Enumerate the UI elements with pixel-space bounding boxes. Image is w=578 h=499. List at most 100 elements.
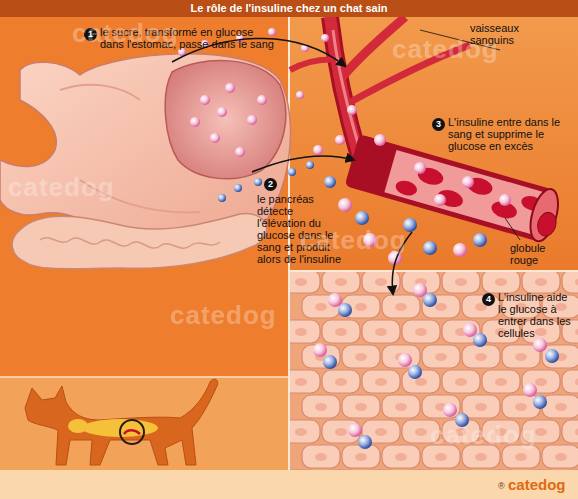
cell-nucleus	[375, 428, 387, 436]
vessel-trunk	[330, 17, 360, 160]
cell	[402, 320, 440, 343]
diagram-title: Le rôle de l'insuline chez un chat sain	[0, 0, 578, 17]
cell	[442, 272, 480, 293]
glucose-molecule	[338, 198, 352, 212]
glucose-molecule	[313, 343, 327, 357]
glucose-molecule	[348, 423, 362, 437]
cell	[322, 272, 360, 293]
cell	[542, 445, 578, 468]
vessel-branch	[290, 59, 338, 70]
glucose-molecule	[434, 194, 446, 206]
cell-nucleus	[315, 453, 327, 461]
glucose-molecule	[462, 176, 474, 188]
insulin-molecule	[408, 365, 422, 379]
cell-nucleus	[375, 278, 387, 286]
watermark: catedog	[170, 300, 277, 331]
cell	[442, 370, 480, 393]
cell-nucleus	[395, 453, 407, 461]
tube-inside	[384, 150, 550, 236]
callout-number: 4	[482, 293, 495, 306]
cell-nucleus	[435, 303, 447, 311]
cell-tissue	[290, 272, 578, 470]
glucose-molecule	[335, 135, 345, 145]
insulin-molecule	[324, 176, 336, 188]
cell	[302, 395, 340, 418]
glucose-molecule	[296, 91, 304, 99]
cell-nucleus	[475, 453, 487, 461]
cell	[462, 345, 500, 368]
cell	[342, 445, 380, 468]
watermark: catedog	[392, 34, 499, 65]
glucose-molecule	[413, 283, 427, 297]
panel-divider	[289, 270, 578, 272]
cell-nucleus	[575, 378, 578, 386]
cell	[290, 272, 320, 293]
insulin-molecule	[323, 355, 337, 369]
glucose-molecule	[225, 83, 235, 93]
insulin-molecule	[355, 211, 369, 225]
cell	[382, 445, 420, 468]
cell-nucleus	[395, 403, 407, 411]
callout-text: L'insuline entre dans le sang et supprim…	[448, 116, 572, 152]
cell	[322, 320, 360, 343]
cell-nucleus	[335, 328, 347, 336]
cell	[422, 395, 460, 418]
cell-nucleus	[575, 278, 578, 286]
glucose-molecule	[200, 95, 210, 105]
callout-number: 2	[264, 178, 277, 191]
cell	[382, 395, 420, 418]
cell-nucleus	[295, 278, 307, 286]
stomach-fold	[60, 85, 140, 100]
panel-divider	[0, 376, 289, 378]
cell	[562, 420, 578, 443]
cell-nucleus	[375, 328, 387, 336]
insulin-molecule	[218, 194, 226, 202]
cell-nucleus	[535, 378, 547, 386]
insulin-molecule	[288, 168, 296, 176]
glucose-molecule	[313, 145, 323, 155]
glucose-molecule	[210, 133, 220, 143]
cell-nucleus	[335, 278, 347, 286]
cell	[482, 272, 520, 293]
bottom-strip	[0, 470, 578, 499]
callout-number: 3	[432, 118, 445, 131]
cell-nucleus	[495, 278, 507, 286]
cell-panel	[290, 272, 578, 470]
callout-number-text: 4	[486, 294, 491, 304]
glucose-molecule	[347, 105, 357, 115]
cell	[422, 345, 460, 368]
callout-number-text: 3	[436, 119, 441, 129]
cell	[342, 395, 380, 418]
cell-nucleus	[375, 378, 387, 386]
part-label: globule rouge	[510, 242, 560, 266]
insulin-molecule	[423, 293, 437, 307]
watermark: catedog	[72, 18, 179, 49]
cell-nucleus	[415, 428, 427, 436]
cell	[290, 320, 320, 343]
cell-nucleus	[415, 378, 427, 386]
logo-text: catedog	[508, 476, 566, 493]
glucose-molecule	[453, 243, 467, 257]
glucose-molecule	[443, 403, 457, 417]
glucose-molecule	[374, 134, 386, 146]
cell-nucleus	[415, 328, 427, 336]
watermark: catedog	[430, 420, 537, 451]
insulin-molecule	[545, 349, 559, 363]
cell-nucleus	[435, 453, 447, 461]
watermark: catedog	[300, 225, 407, 256]
cell	[562, 370, 578, 393]
cell	[302, 445, 340, 468]
insulin-molecule	[533, 395, 547, 409]
cell	[542, 345, 578, 368]
red-blood-cell	[394, 178, 419, 198]
cell-nucleus	[575, 328, 578, 336]
cell	[542, 395, 578, 418]
cat-silhouette	[25, 379, 218, 465]
cell-nucleus	[355, 353, 367, 361]
cat-organs	[68, 419, 88, 433]
cell-nucleus	[315, 403, 327, 411]
insulin-molecule	[473, 333, 487, 347]
cell-nucleus	[515, 403, 527, 411]
cell	[562, 272, 578, 293]
